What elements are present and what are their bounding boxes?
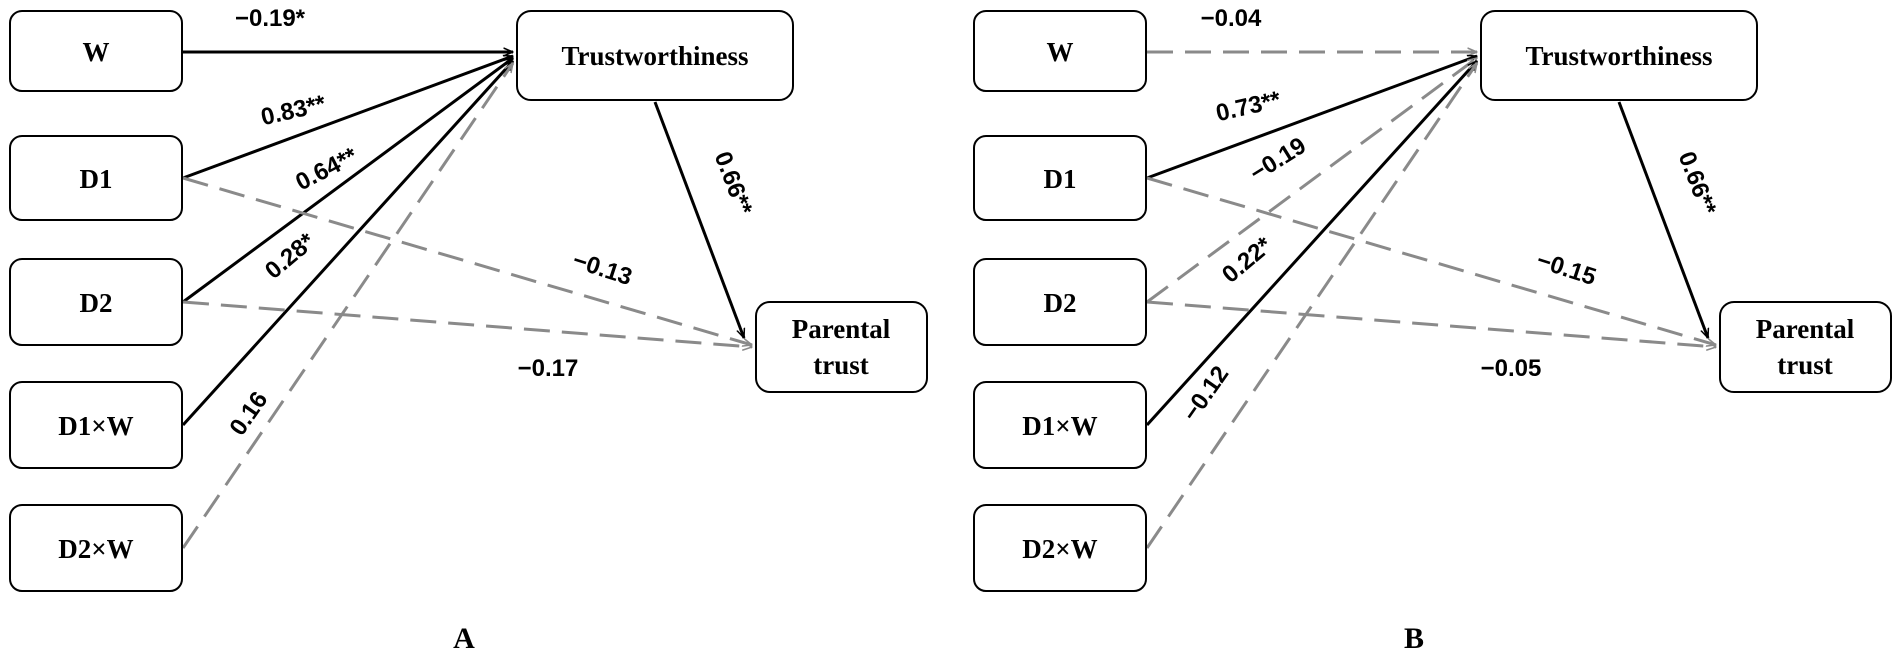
panel-a-nodes: W D1 D2 D1×W D2×W Trustworthiness	[9, 10, 928, 592]
coef-d1-to-trustworthiness: 0.83**	[258, 90, 328, 131]
path-d2w-to-trustworthiness	[1145, 63, 1479, 549]
coef-d1w-to-trustworthiness: 0.28*	[260, 227, 321, 284]
node-d2xw-label: D2×W	[58, 534, 133, 564]
path-d2-to-trustworthiness	[182, 56, 513, 304]
panel-a: W D1 D2 D1×W D2×W Trustworthiness	[9, 5, 928, 655]
node-d1xw: D1×W	[973, 381, 1147, 469]
coef-d1w-to-trustworthiness: 0.22*	[1217, 231, 1278, 288]
path-d2-to-parental-trust	[1146, 300, 1716, 347]
node-trustworthiness-label: Trustworthiness	[1525, 41, 1712, 71]
node-parental-trust: Parental trust	[755, 301, 928, 393]
coef-w-to-trustworthiness: −0.19*	[235, 5, 306, 32]
node-parental-trust-label-line2: trust	[813, 350, 869, 380]
coef-trustworthiness-to-parental-trust: 0.66**	[1673, 148, 1722, 219]
coef-d1-to-parental-trust: −0.15	[1533, 247, 1599, 291]
node-d1xw-label: D1×W	[1022, 411, 1097, 441]
coef-d2-to-trustworthiness: 0.64**	[291, 142, 362, 196]
node-d1xw-label: D1×W	[58, 411, 133, 441]
node-parental-trust-label-line1: Parental	[792, 314, 891, 344]
node-trustworthiness-label: Trustworthiness	[561, 41, 748, 71]
path-d1w-to-trustworthiness	[181, 61, 513, 427]
node-d2xw: D2×W	[973, 504, 1147, 592]
path-d1-to-parental-trust	[1146, 176, 1716, 345]
node-w: W	[973, 10, 1147, 92]
path-d2-to-parental-trust	[182, 300, 752, 347]
panel-b-nodes: W D1 D2 D1×W D2×W Trustworthiness	[973, 10, 1892, 592]
panel-label-b: B	[1404, 622, 1424, 655]
panel-a-paths	[181, 52, 752, 549]
node-trustworthiness: Trustworthiness	[516, 10, 794, 101]
node-d2-label: D2	[1044, 288, 1077, 318]
node-w-label: W	[83, 37, 110, 67]
panel-b: W D1 D2 D1×W D2×W Trustworthiness	[973, 5, 1892, 655]
node-d2xw: D2×W	[9, 504, 183, 592]
coef-d1-to-trustworthiness: 0.73**	[1213, 86, 1283, 127]
path-d1-to-trustworthiness	[182, 54, 513, 180]
path-d2w-to-trustworthiness	[181, 63, 515, 549]
coef-d2w-to-trustworthiness: −0.12	[1177, 361, 1234, 426]
coef-d2-to-parental-trust: −0.05	[1481, 355, 1542, 382]
coef-d2-to-parental-trust: −0.17	[518, 355, 579, 382]
path-d1-to-parental-trust	[182, 176, 752, 345]
node-d1: D1	[9, 135, 183, 221]
coef-d1-to-parental-trust: −0.13	[569, 247, 635, 291]
panel-b-paths	[1145, 52, 1716, 549]
coef-w-to-trustworthiness: −0.04	[1201, 5, 1262, 32]
node-d2xw-label: D2×W	[1022, 534, 1097, 564]
node-w: W	[9, 10, 183, 92]
coef-d2w-to-trustworthiness: 0.16	[224, 387, 273, 441]
path-d1-to-trustworthiness	[1146, 54, 1477, 180]
node-trustworthiness: Trustworthiness	[1480, 10, 1758, 101]
node-d2: D2	[9, 258, 183, 346]
node-d1-label: D1	[1044, 164, 1077, 194]
path-trustworthiness-to-parental-trust	[653, 101, 746, 338]
node-w-label: W	[1047, 37, 1074, 67]
node-d2: D2	[973, 258, 1147, 346]
node-d1: D1	[973, 135, 1147, 221]
node-d2-label: D2	[80, 288, 113, 318]
node-d1xw: D1×W	[9, 381, 183, 469]
path-trustworthiness-to-parental-trust	[1617, 101, 1710, 338]
node-d1-label: D1	[80, 164, 113, 194]
node-parental-trust-label-line2: trust	[1777, 350, 1833, 380]
coef-trustworthiness-to-parental-trust: 0.66**	[709, 148, 758, 219]
node-parental-trust-label-line1: Parental	[1756, 314, 1855, 344]
path-d1w-to-trustworthiness	[1145, 61, 1477, 427]
coef-d2-to-trustworthiness: −0.19	[1245, 132, 1311, 187]
node-parental-trust: Parental trust	[1719, 301, 1892, 393]
panel-label-a: A	[453, 622, 475, 655]
path-d2-to-trustworthiness	[1146, 56, 1477, 304]
